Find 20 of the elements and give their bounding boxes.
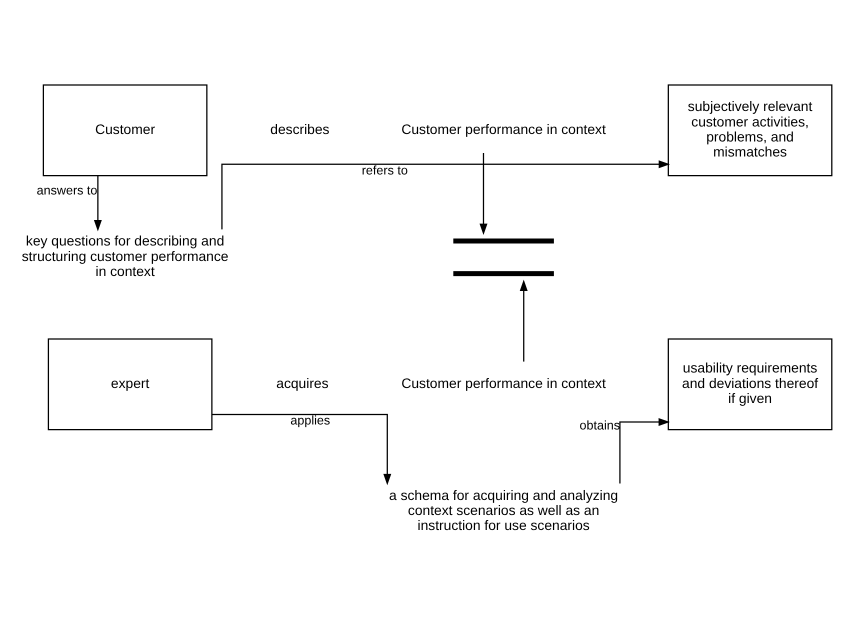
label: describes	[270, 120, 330, 137]
edge-label: obtains	[580, 418, 620, 432]
arrow	[221, 160, 670, 230]
node-text: Customer performance in context	[401, 120, 606, 137]
arrow	[520, 280, 528, 362]
edge-label: refers to	[362, 163, 408, 178]
arrow	[212, 414, 392, 486]
edge-label: applies	[290, 414, 330, 428]
edge-label: answers to	[36, 183, 98, 198]
node-text: Customer performance in context	[401, 374, 606, 391]
node-text: key questions for describing and structuring customer performance in context	[22, 232, 228, 279]
label: acquires	[276, 374, 329, 391]
arrow	[619, 418, 670, 484]
arrow	[480, 153, 488, 235]
node-box: usability requirements and deviations thereof if given	[668, 338, 832, 430]
arrow	[94, 176, 102, 232]
node-text: a schema for acquiring and analyzing context scenarios as well as an instruction for use scenarios	[389, 486, 618, 533]
node-box: subjectively relevant customer activities, problems, and mismatches	[668, 84, 832, 176]
node-box: expert	[48, 338, 212, 430]
node-box: Customer	[42, 84, 208, 176]
